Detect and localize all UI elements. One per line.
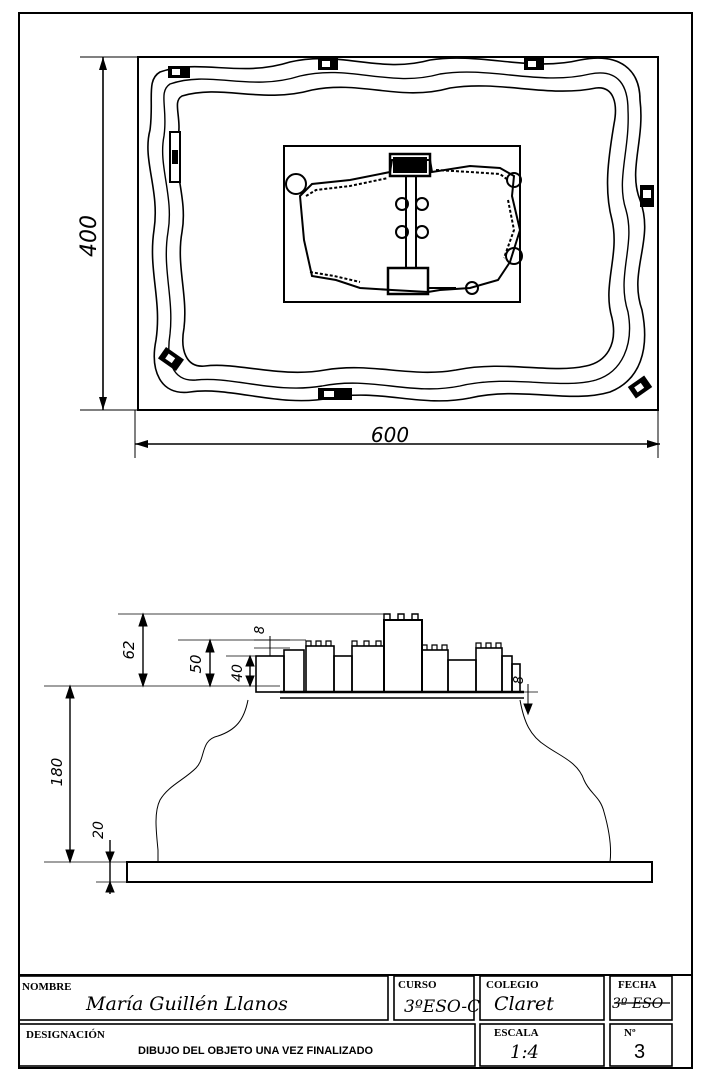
castle-plan-board: [283, 145, 521, 303]
elev-dim-40: 40: [226, 654, 284, 688]
base-board-outline: [137, 56, 659, 411]
elev-dim-50: 50: [178, 638, 306, 688]
inner-wavy-path: [161, 71, 631, 390]
designacion-label: DESIGNACIÓN: [26, 1029, 105, 1041]
outer-wavy-path: [147, 57, 646, 402]
colegio-cell: [479, 975, 605, 1021]
plan-dim-height: 400: [77, 56, 138, 411]
elev-dim-180: 180: [44, 684, 280, 864]
hill-outline: [155, 699, 611, 863]
numero-label: Nº: [624, 1027, 636, 1039]
connector-right: [640, 185, 654, 207]
connector-bottom-mid: [318, 388, 352, 400]
sheet-border: [18, 12, 693, 1069]
elev-dim-8-right-label: 8: [512, 676, 527, 684]
colegio-value: Claret: [494, 993, 554, 1015]
colegio-label: COLEGIO: [486, 979, 539, 991]
curso-value: 3ºESO-C: [404, 997, 480, 1017]
plan-view: 400 600: [77, 56, 660, 458]
curso-cell: [393, 975, 475, 1021]
designacion-value: DIBUJO DEL OBJETO UNA VEZ FINALIZADO: [138, 1045, 374, 1057]
title-block: NOMBRE María Guillén Llanos CURSO 3ºESO-…: [18, 974, 693, 1069]
fecha-cell: [609, 975, 673, 1021]
connector-top-left: [168, 66, 190, 78]
island-wavy-edge: [175, 85, 617, 374]
elevation-view: 62 50 40 8 8: [44, 612, 653, 894]
escala-value: 1:4: [510, 1042, 539, 1063]
plan-dim-width-label: 600: [371, 423, 409, 447]
elev-dim-8-top: 8: [253, 626, 290, 656]
elev-dim-20-label: 20: [91, 821, 107, 839]
connector-bottom-right: [627, 375, 653, 399]
numero-value: 3: [634, 1041, 645, 1063]
elev-dim-40-label: 40: [230, 664, 246, 682]
escala-label: ESCALA: [494, 1027, 539, 1039]
elev-dim-8-right: 8: [512, 676, 538, 716]
elev-dim-20: 20: [44, 821, 127, 894]
nombre-label: NOMBRE: [22, 981, 72, 993]
nombre-cell: [18, 975, 389, 1021]
castle-elevation: [255, 613, 524, 699]
connector-bottom-left: [157, 346, 185, 372]
curso-label: CURSO: [398, 979, 437, 991]
plan-dim-width: 600: [134, 410, 660, 458]
elevation-base-plate: [126, 861, 653, 883]
numero-cell: [609, 1023, 673, 1067]
connector-top-right: [524, 58, 544, 70]
escala-cell: [479, 1023, 605, 1067]
designacion-cell: [18, 1023, 476, 1067]
fecha-label: FECHA: [618, 979, 657, 991]
elev-dim-62-label: 62: [120, 640, 138, 659]
nombre-value: María Guillén Llanos: [85, 993, 288, 1015]
castle-plan: [285, 152, 523, 296]
elev-dim-50-label: 50: [187, 654, 205, 673]
elev-dim-8-top-label: 8: [253, 626, 268, 634]
connector-top-mid: [318, 58, 338, 70]
elev-dim-180-label: 180: [48, 758, 66, 787]
plan-dim-height-label: 400: [77, 215, 102, 257]
elev-dim-62: 62: [118, 612, 384, 688]
fecha-value: 3º ESO: [612, 996, 664, 1012]
connector-left: [169, 131, 181, 183]
